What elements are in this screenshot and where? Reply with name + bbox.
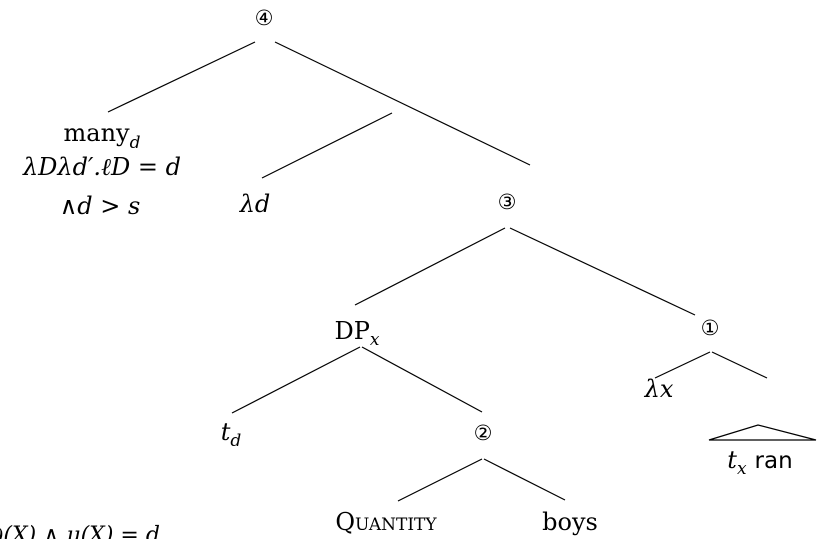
branch-2-to-quantity (397, 458, 483, 502)
branch-4-to-mid (274, 41, 531, 166)
t-d-label: td (221, 418, 242, 451)
branch-1-to-triangle (711, 351, 768, 379)
tree-branches (107, 41, 817, 502)
node-1-label: ① (701, 316, 720, 340)
branch-dp-to-2 (361, 346, 483, 413)
lambda-x-label: λx (644, 375, 674, 403)
many-definition-line1: λDλd′.ℓD = d (22, 153, 181, 181)
dp-label: DPx (335, 317, 380, 350)
branch-dp-to-td (231, 346, 361, 414)
branch-3-to-1 (509, 227, 696, 316)
many-label: manyd (64, 119, 141, 153)
many-definition-line2: ∧d > s (60, 192, 141, 220)
branch-2-to-boys (483, 458, 566, 501)
node-4-label: ④ (255, 6, 274, 30)
boys-label: boys (542, 508, 598, 536)
branch-3-to-dp (354, 227, 506, 306)
triangle-t-x-ran (708, 424, 817, 441)
branch-4-to-many (107, 41, 256, 113)
quantity-label: Quantity (335, 508, 437, 536)
node-3-label: ③ (498, 190, 517, 214)
lambda-d-label: λd (239, 190, 271, 218)
cut-off-formula: ∂(X) ∧ μ(X) = d (0, 523, 160, 539)
node-2-label: ② (474, 421, 493, 445)
branch-mid-to-lambda-d (261, 112, 393, 179)
branch-1-to-lambda-x (654, 351, 711, 379)
